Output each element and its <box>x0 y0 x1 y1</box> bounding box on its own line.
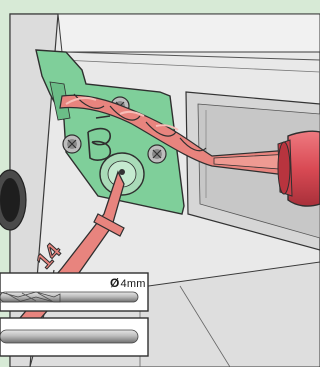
diameter-symbol: Ø <box>110 276 120 290</box>
drill-size-label: Ø4mm <box>110 276 146 290</box>
screw-icon <box>148 145 166 163</box>
side-hole <box>0 170 26 230</box>
drill-size-value: 4mm <box>121 278 146 290</box>
rod-callout <box>0 318 148 356</box>
screw-icon <box>63 135 81 153</box>
